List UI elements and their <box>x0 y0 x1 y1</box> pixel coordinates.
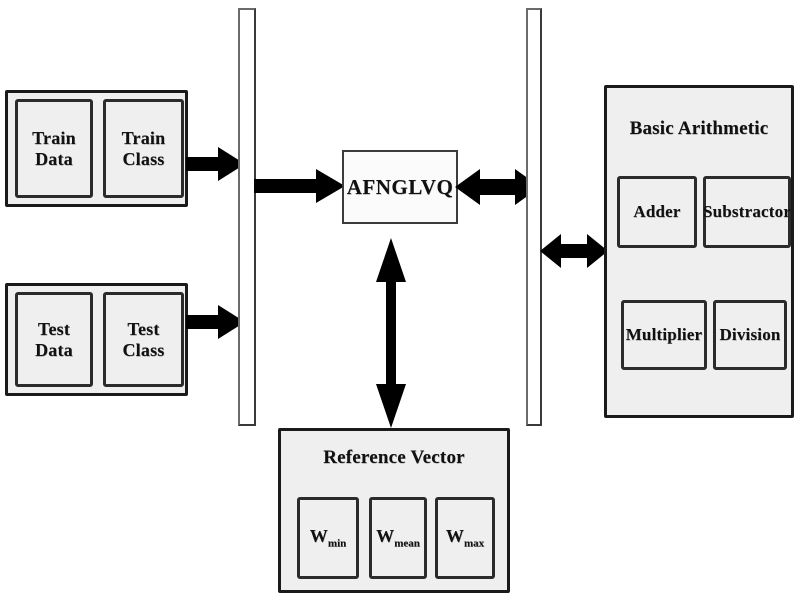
reference-vector-group[interactable]: Reference Vector Wmin Wmean Wmax <box>278 428 510 593</box>
train-data-group[interactable]: Train Data Train Class <box>5 90 188 207</box>
train-to-bus-arrow <box>186 146 246 182</box>
test-data-box[interactable]: Test Data <box>15 292 93 387</box>
afnglvq-label: AFNGLVQ <box>346 174 454 199</box>
test-class-label: Test Class <box>122 318 165 360</box>
basic-arithmetic-title: Basic Arithmetic <box>629 118 769 139</box>
adder-label: Adder <box>633 202 681 222</box>
train-data-label: Train Data <box>32 127 76 169</box>
reference-vector-title: Reference Vector <box>323 447 465 468</box>
adder-box[interactable]: Adder <box>617 176 697 248</box>
right-bus-bar[interactable] <box>526 8 542 426</box>
substractor-label: Substractor <box>702 202 792 222</box>
wmax-label: Wmax <box>445 525 485 550</box>
wmean-label: Wmean <box>376 525 420 550</box>
division-box[interactable]: Division <box>713 300 787 370</box>
wmin-label: Wmin <box>309 525 347 550</box>
test-to-bus-arrow <box>186 304 246 340</box>
processor-to-right-bus-arrow <box>455 166 540 208</box>
substractor-box[interactable]: Substractor <box>703 176 791 248</box>
afnglvq-processor-box[interactable]: AFNGLVQ <box>342 150 458 224</box>
multiplier-label: Multiplier <box>625 325 703 345</box>
train-data-box[interactable]: Train Data <box>15 99 93 198</box>
basic-arithmetic-group[interactable]: Basic Arithmetic Adder Substractor Multi… <box>604 85 794 418</box>
reference-vector-wmax-box[interactable]: Wmax <box>435 497 495 579</box>
division-label: Division <box>719 325 781 345</box>
test-data-label: Test Data <box>35 318 73 360</box>
test-class-box[interactable]: Test Class <box>103 292 184 387</box>
reference-vector-wmin-box[interactable]: Wmin <box>297 497 359 579</box>
bus-to-processor-arrow <box>254 168 346 204</box>
right-bus-to-arithmetic-arrow <box>540 230 608 272</box>
left-bus-bar[interactable] <box>238 8 256 426</box>
test-data-group[interactable]: Test Data Test Class <box>5 283 188 396</box>
train-class-box[interactable]: Train Class <box>103 99 184 198</box>
reference-vector-wmean-box[interactable]: Wmean <box>369 497 427 579</box>
processor-to-reference-arrow <box>372 238 410 428</box>
train-class-label: Train Class <box>121 127 166 169</box>
multiplier-box[interactable]: Multiplier <box>621 300 707 370</box>
